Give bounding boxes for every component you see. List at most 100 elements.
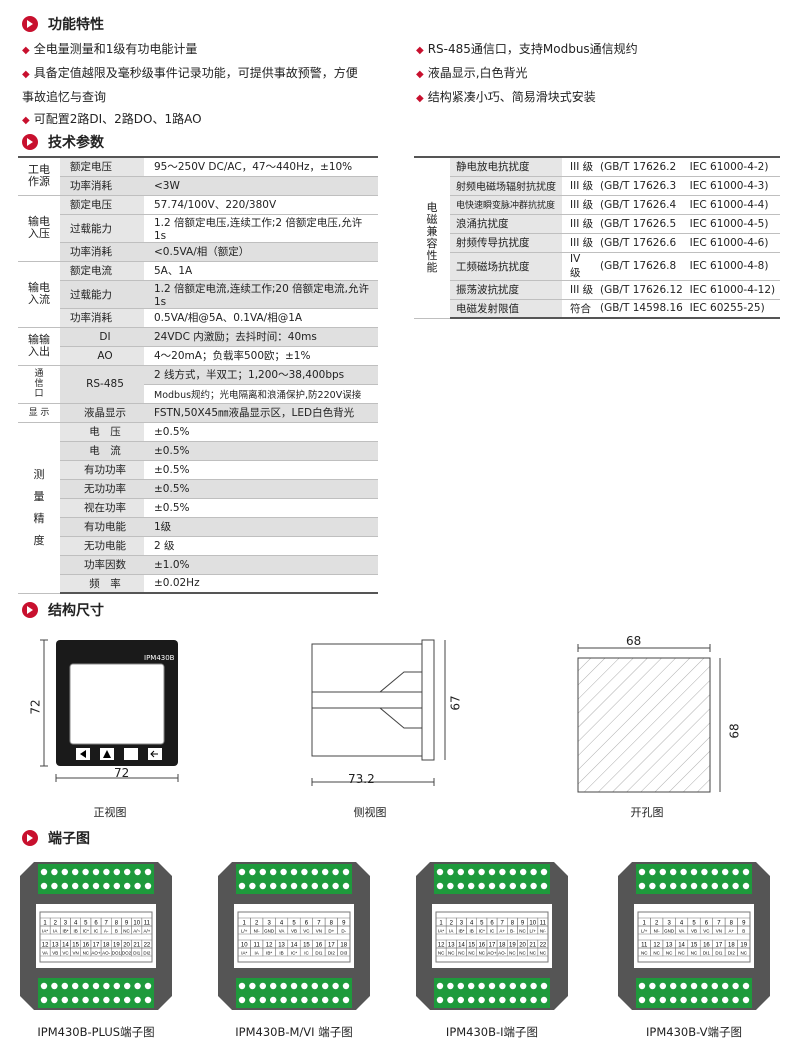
front-view-caption: 正视图 — [93, 806, 127, 819]
diamond-icon: ◆ — [22, 69, 30, 80]
table-row: 功率消耗 <3W — [18, 176, 378, 196]
section-title: 结构尺寸 — [48, 603, 104, 619]
terminal-label: VN — [716, 929, 722, 934]
terminal-label: NC — [529, 951, 536, 956]
terminal-number: 19 — [740, 943, 747, 949]
terminal-caption: IPM430B-M/VI 端子图 — [235, 1025, 353, 1039]
terminal-number: 1 — [43, 921, 47, 927]
terminal-label: NC — [468, 951, 475, 956]
terminal-number: 9 — [521, 921, 525, 927]
terminal-label: VC — [703, 929, 710, 934]
terminal-label: GND — [664, 929, 675, 934]
terminal-label: A/~ — [133, 929, 140, 934]
feature-item: ◆可配置2路DI、2路DO、1路AO — [22, 112, 202, 126]
terminal-number: 5 — [292, 921, 296, 927]
terminal-label: B- — [510, 929, 515, 934]
table-row: 电 磁 兼 容 性 能 静电放电抗扰度 III 级 (GB/T 17626.2 … — [414, 156, 780, 319]
section-features-heading: 功能特性 — [22, 14, 104, 34]
terminal-label: IA — [53, 929, 57, 934]
terminal-label: B — [115, 929, 118, 934]
cutout-drawing — [577, 644, 721, 793]
arrow-bullet-icon — [22, 602, 38, 618]
group-accuracy: 测 量 精 度 — [18, 422, 60, 594]
terminal-label: NC — [678, 951, 685, 956]
terminal-number: 15 — [691, 943, 698, 949]
terminal-label: VB — [691, 929, 697, 934]
terminal-number: 3 — [267, 921, 271, 927]
terminal-caption: IPM430B-I端子图 — [445, 1025, 539, 1039]
features-right: ◆RS-485通信口，支持Modbus通信规约 ◆液晶显示,白色背光 ◆结构紧凑… — [416, 38, 776, 110]
table-row: 显 示 液晶显示 FSTN,50X45㎜液晶显示区，LED白色背光 — [18, 403, 378, 423]
terminal-block-drawing: 1L/+10IA*2N/-11IA3GND12IB*4VA13IB5VB14IC… — [218, 862, 370, 1010]
terminal-number: 18 — [103, 943, 110, 949]
table-row: 输电 入压 额定电压 57.74/100V、220/380V — [18, 195, 378, 262]
terminal-number: 7 — [105, 921, 109, 927]
table-row: 射频电磁场辐射抗扰度 III 级 (GB/T 17626.3 IEC 61000… — [414, 176, 780, 196]
terminal-label: AO+ — [487, 951, 497, 956]
terminal-number: 15 — [303, 943, 310, 949]
terminal-number: 21 — [529, 943, 536, 949]
terminal-caption: IPM430B-PLUS端子图 — [37, 1025, 155, 1039]
table-row: 电磁发射限值 符合 (GB/T 14598.16 IEC 60255-25) — [414, 299, 780, 319]
terminal-number: 13 — [666, 943, 673, 949]
terminal-label: NC — [509, 951, 516, 956]
terminal-number: 7 — [317, 921, 321, 927]
terminal-label: IC — [490, 929, 495, 934]
arrow-bullet-icon — [22, 134, 38, 150]
table-row: 过载能力 1.2 倍额定电流,连续工作;20 倍额定电流,允许1s — [18, 280, 378, 309]
terminal-number: 6 — [705, 921, 709, 927]
terminal-label: NC — [653, 951, 660, 956]
terminal-number: 21 — [133, 943, 140, 949]
side-height-label: 67 — [448, 695, 463, 711]
terminal-number: 11 — [641, 943, 648, 949]
terminal-number: 12 — [653, 943, 660, 949]
terminal-label: NC — [519, 951, 526, 956]
terminal-number: 18 — [499, 943, 506, 949]
terminal-number: 3 — [64, 921, 68, 927]
terminal-number: 1 — [243, 921, 247, 927]
table-row: 电 流 ±0.5% — [18, 441, 378, 461]
terminal-number: 12 — [266, 943, 273, 949]
terminal-number: 10 — [241, 943, 248, 949]
terminal-number: 2 — [54, 921, 58, 927]
terminal-block-drawing: 1L/+11NC2N/-12NC3GND13NC4VA14NC5VB15NC6V… — [618, 862, 770, 1010]
terminal-label: DO2 — [122, 951, 132, 956]
table-row: 无功电能 2 级 — [18, 536, 378, 556]
table-row: 无功功率 ±0.5% — [18, 479, 378, 499]
terminal-number: 9 — [742, 921, 746, 927]
terminal-label: DO1 — [112, 951, 122, 956]
feature-item: ◆全电量测量和1级有功电能计量 — [22, 42, 198, 56]
terminal-label: L/+ — [641, 929, 648, 934]
table-row: 功率消耗 <0.5VA/相（额定） — [18, 242, 378, 262]
terminal-label: NC — [641, 951, 648, 956]
table-row: Modbus规约；光电隔离和浪涌保护,防220V误接 — [18, 384, 378, 404]
terminal-label: DI1 — [133, 951, 141, 956]
cutout-height-label: 68 — [727, 723, 742, 739]
terminal-number: 15 — [468, 943, 475, 949]
feature-item: ◆液晶显示,白色背光 — [416, 66, 528, 80]
terminal-label: NC — [83, 951, 90, 956]
section-title: 功能特性 — [48, 17, 104, 33]
front-width-label: 72 — [114, 766, 130, 780]
terminal-number: 14 — [62, 943, 69, 949]
front-view-drawing — [40, 639, 179, 782]
table-row: 工电 作源 额定电压 95～250V DC/AC，47～440Hz，±10% — [18, 156, 378, 196]
terminal-number: 11 — [254, 943, 261, 949]
terminal-number: 4 — [74, 921, 78, 927]
feature-item: ◆结构紧凑小巧、简易滑块式安装 — [416, 90, 596, 104]
terminal-label: L/+ — [530, 929, 537, 934]
terminal-label: NC — [691, 951, 698, 956]
terminal-number: 11 — [144, 921, 151, 927]
terminal-number: 17 — [328, 943, 335, 949]
terminal-label: VA — [42, 951, 48, 956]
terminal-label: VN — [316, 929, 322, 934]
terminal-number: 18 — [340, 943, 347, 949]
terminal-number: 22 — [540, 943, 547, 949]
table-row: 通 信 口 RS-485 2 线方式，半双工；1,200～38,400bps — [18, 365, 378, 404]
terminal-number: 4 — [470, 921, 474, 927]
terminal-number: 2 — [450, 921, 454, 927]
table-row: 振荡波抗扰度 III 级 (GB/T 17626.12 IEC 61000-4-… — [414, 280, 780, 300]
terminal-number: 16 — [478, 943, 485, 949]
terminal-label: IA* — [438, 929, 444, 934]
